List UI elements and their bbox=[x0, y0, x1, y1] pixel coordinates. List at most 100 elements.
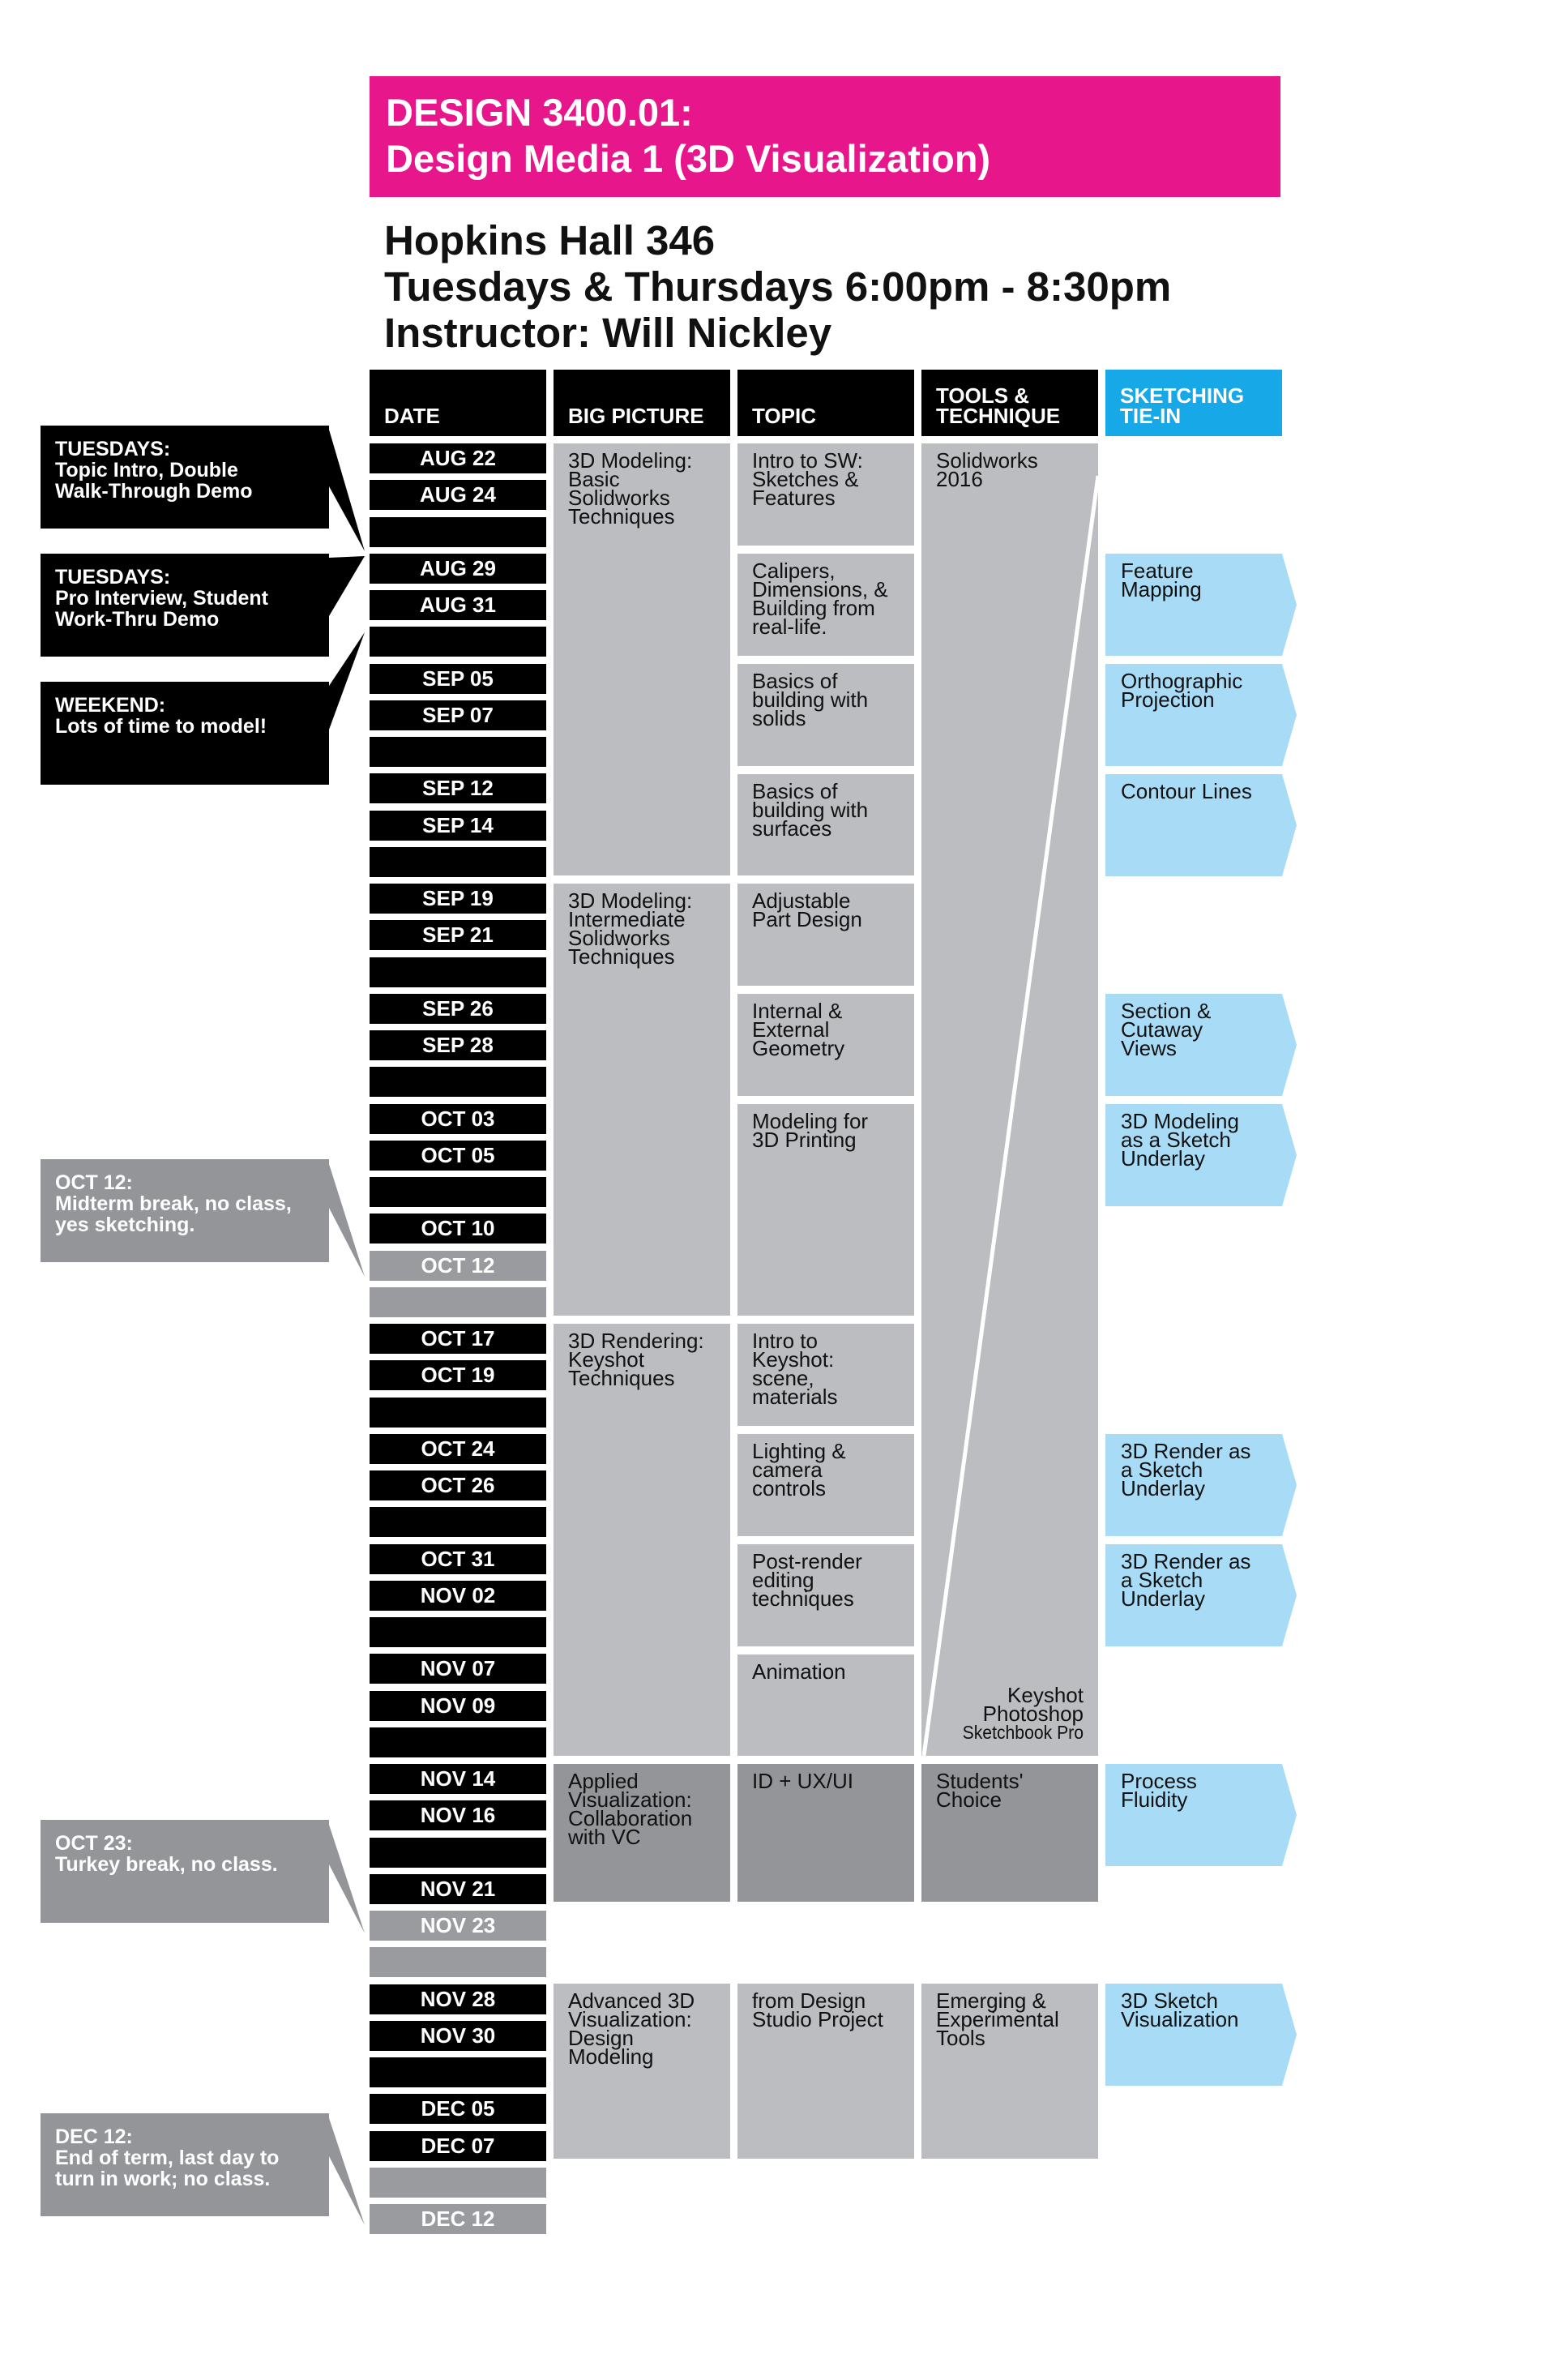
date-row: AUG 29 bbox=[370, 553, 546, 584]
date-row: OCT 10 bbox=[370, 1214, 546, 1244]
topic-cell: Animation bbox=[737, 1654, 914, 1756]
course-name: Design Media 1 (3D Visualization) bbox=[386, 137, 991, 180]
date-row: NOV 23 bbox=[370, 1911, 546, 1941]
date-row: NOV 28 bbox=[370, 1984, 546, 2014]
date-row: SEP 28 bbox=[370, 1030, 546, 1060]
course-code: DESIGN 3400.01: bbox=[386, 91, 693, 134]
date-row-spacer bbox=[370, 627, 546, 657]
date-row-spacer bbox=[370, 1177, 546, 1207]
date-row: DEC 12 bbox=[370, 2204, 546, 2234]
date-row-spacer bbox=[370, 1067, 546, 1098]
date-row: AUG 22 bbox=[370, 443, 546, 473]
date-row-spacer bbox=[370, 516, 546, 547]
date-row: DEC 07 bbox=[370, 2130, 546, 2161]
tools-cell: Students'Choice bbox=[921, 1764, 1098, 1902]
date-row: SEP 21 bbox=[370, 920, 546, 951]
date-row-spacer bbox=[370, 1617, 546, 1647]
date-row: NOV 16 bbox=[370, 1800, 546, 1831]
note-connector-arrow bbox=[329, 1164, 365, 1277]
date-row: OCT 31 bbox=[370, 1543, 546, 1574]
date-row-spacer bbox=[370, 1837, 546, 1868]
date-row: OCT 05 bbox=[370, 1140, 546, 1171]
course-instructor: Instructor: Will Nickley bbox=[384, 310, 832, 356]
date-row: NOV 14 bbox=[370, 1764, 546, 1794]
date-row: OCT 03 bbox=[370, 1103, 546, 1134]
date-row-spacer bbox=[370, 1397, 546, 1428]
note-midterm-break: OCT 12:Midterm break, no class,yes sketc… bbox=[41, 1159, 329, 1262]
date-row-spacer bbox=[370, 2167, 546, 2198]
note-connector-arrow bbox=[329, 556, 365, 616]
date-row: SEP 26 bbox=[370, 993, 546, 1024]
date-row: SEP 19 bbox=[370, 884, 546, 914]
chevron-shape bbox=[1105, 1544, 1297, 1646]
date-row: OCT 19 bbox=[370, 1360, 546, 1391]
chevron-shape bbox=[1105, 1434, 1297, 1536]
chevron-shape bbox=[1105, 994, 1297, 1096]
note-connector-arrow bbox=[329, 2118, 365, 2225]
note-turkey-break: OCT 23:Turkey break, no class. bbox=[41, 1820, 329, 1923]
date-row: SEP 07 bbox=[370, 700, 546, 730]
date-row: NOV 09 bbox=[370, 1690, 546, 1721]
date-row: NOV 02 bbox=[370, 1580, 546, 1611]
course-location: Hopkins Hall 346 bbox=[384, 217, 716, 263]
column-header-topic: TOPIC bbox=[737, 370, 914, 436]
date-row-spacer bbox=[370, 737, 546, 767]
note-connector-arrow bbox=[329, 1825, 365, 1933]
column-header-date: DATE bbox=[370, 370, 546, 436]
chevron-shape bbox=[1105, 1104, 1297, 1206]
date-row: OCT 12 bbox=[370, 1250, 546, 1281]
course-title-banner: DESIGN 3400.01: Design Media 1 (3D Visua… bbox=[370, 76, 1280, 197]
chevron-shape bbox=[1105, 664, 1297, 766]
note-weekend: WEEKEND:Lots of time to model! bbox=[41, 682, 329, 785]
course-schedule: Tuesdays & Thursdays 6:00pm - 8:30pm bbox=[384, 263, 1172, 310]
date-row-spacer bbox=[370, 1947, 546, 1978]
date-row: NOV 21 bbox=[370, 1873, 546, 1904]
date-row-spacer bbox=[370, 957, 546, 987]
date-row: SEP 05 bbox=[370, 663, 546, 694]
date-row: NOV 07 bbox=[370, 1654, 546, 1684]
date-row-spacer bbox=[370, 1507, 546, 1538]
topic-cell: ID + UX/UI bbox=[737, 1764, 914, 1902]
date-row: SEP 12 bbox=[370, 773, 546, 804]
course-info: Hopkins Hall 346 Tuesdays & Thursdays 6:… bbox=[384, 217, 1357, 356]
note-connector-arrow bbox=[329, 632, 365, 730]
date-row-spacer bbox=[370, 1286, 546, 1317]
note-connector-arrow bbox=[329, 430, 365, 551]
column-header-big-picture: BIG PICTURE bbox=[554, 370, 730, 436]
tools-start: Solidworks bbox=[936, 448, 1038, 473]
chevron-shape bbox=[1105, 1984, 1297, 2086]
